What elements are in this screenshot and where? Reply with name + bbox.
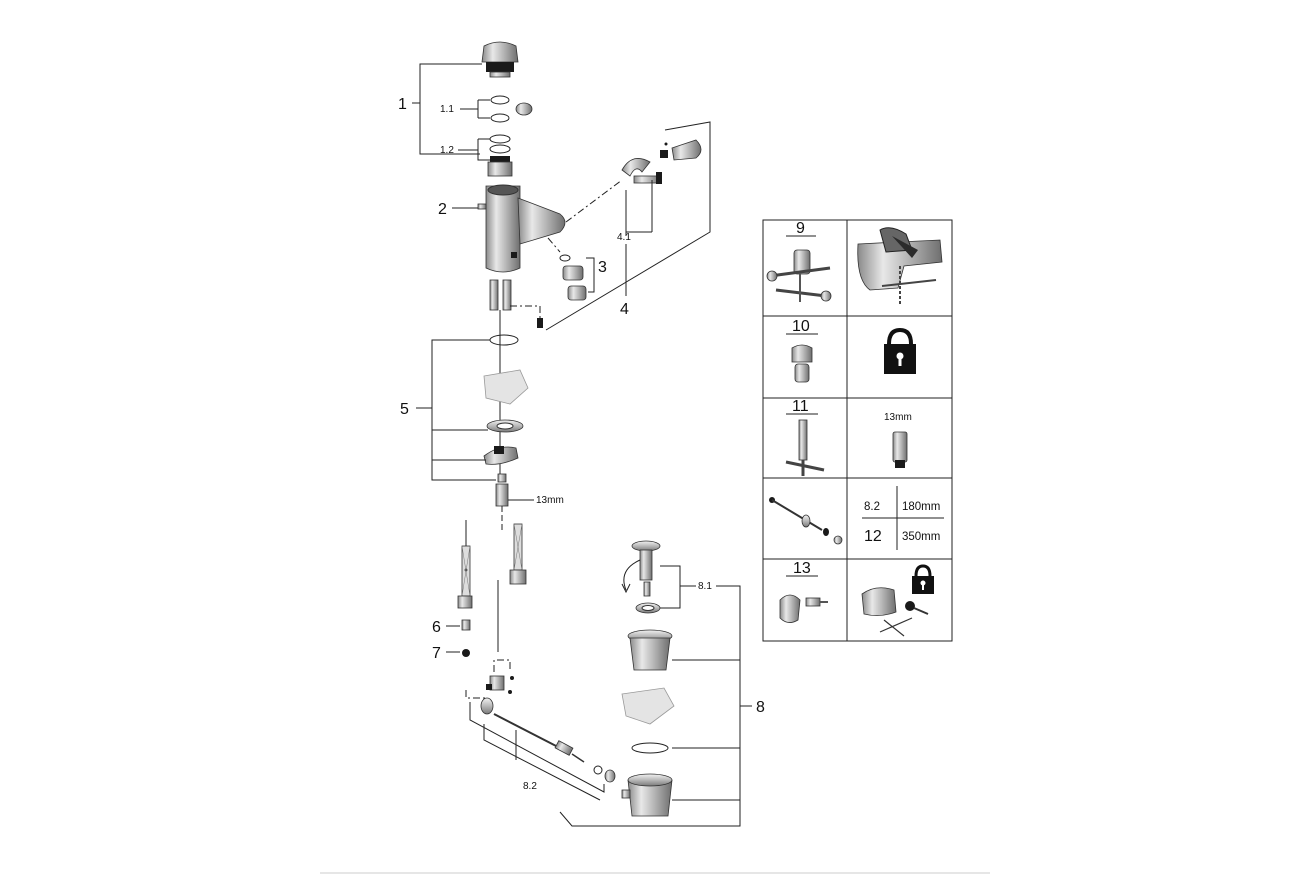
tools-row-12-length-2: 350mm [902,531,940,543]
lever-set-screw-icon [861,587,929,637]
callout-6: 6 [432,619,441,636]
tools-row-12-code-1: 8.2 [864,501,880,513]
tools-row-12-code-2: 12 [864,528,882,545]
callout-4-1: 4.1 [617,232,631,243]
callout-4: 4 [620,301,629,318]
callout-5: 5 [400,401,409,418]
callout-1-2: 1.2 [440,145,454,156]
callout-8-1-bracket [660,565,681,609]
callout-8-bracket [559,585,741,827]
tools-row-12-length-1: 180mm [902,501,940,513]
lock-icon-small [912,564,934,594]
hose-fittings [461,619,471,657]
tools-row-9-label: 9 [796,220,805,237]
callout-1-bracket [412,63,490,161]
callout-3: 3 [598,259,607,276]
callout-1: 1 [398,96,407,113]
tools-row-10-label: 10 [792,318,810,335]
aerator-parts [547,237,595,301]
callout-8: 8 [756,699,765,716]
wrench-size-label: 13mm [536,495,564,506]
pull-rod-icon [769,497,843,545]
tools-row-10 [786,327,916,383]
supply-hoses [457,506,527,652]
mounting-kit-icon [766,249,832,302]
callout-5-bracket [431,339,496,481]
callout-7: 7 [432,645,441,662]
tools-row-13 [779,564,934,637]
callout-8-1: 8.1 [698,581,712,592]
lock-icon [884,327,916,374]
cartridge-assembly [481,41,533,177]
callout-1-1: 1.1 [440,104,454,115]
callout-2: 2 [438,201,447,218]
tools-row-11 [785,413,908,476]
key-tool-icon [785,419,825,476]
mounting-set [483,334,529,507]
mounting-hand-icon [857,227,943,306]
tools-row-12 [769,486,944,550]
pop-up-waste [621,540,675,817]
socket-13mm-icon [892,431,908,468]
callout-8-2: 8.2 [523,781,537,792]
tools-row-11-size: 13mm [884,412,912,423]
tools-row-11-label: 11 [792,398,809,415]
drain-linkage [465,659,616,801]
tools-panel [762,219,953,642]
cartridge-cap-icon [791,344,813,383]
tools-row-9 [766,227,943,306]
set-screw-icon [779,594,828,623]
faucet-body [477,184,566,480]
tools-row-13-label: 13 [793,560,811,577]
pop-up-lever-parts [510,121,711,331]
